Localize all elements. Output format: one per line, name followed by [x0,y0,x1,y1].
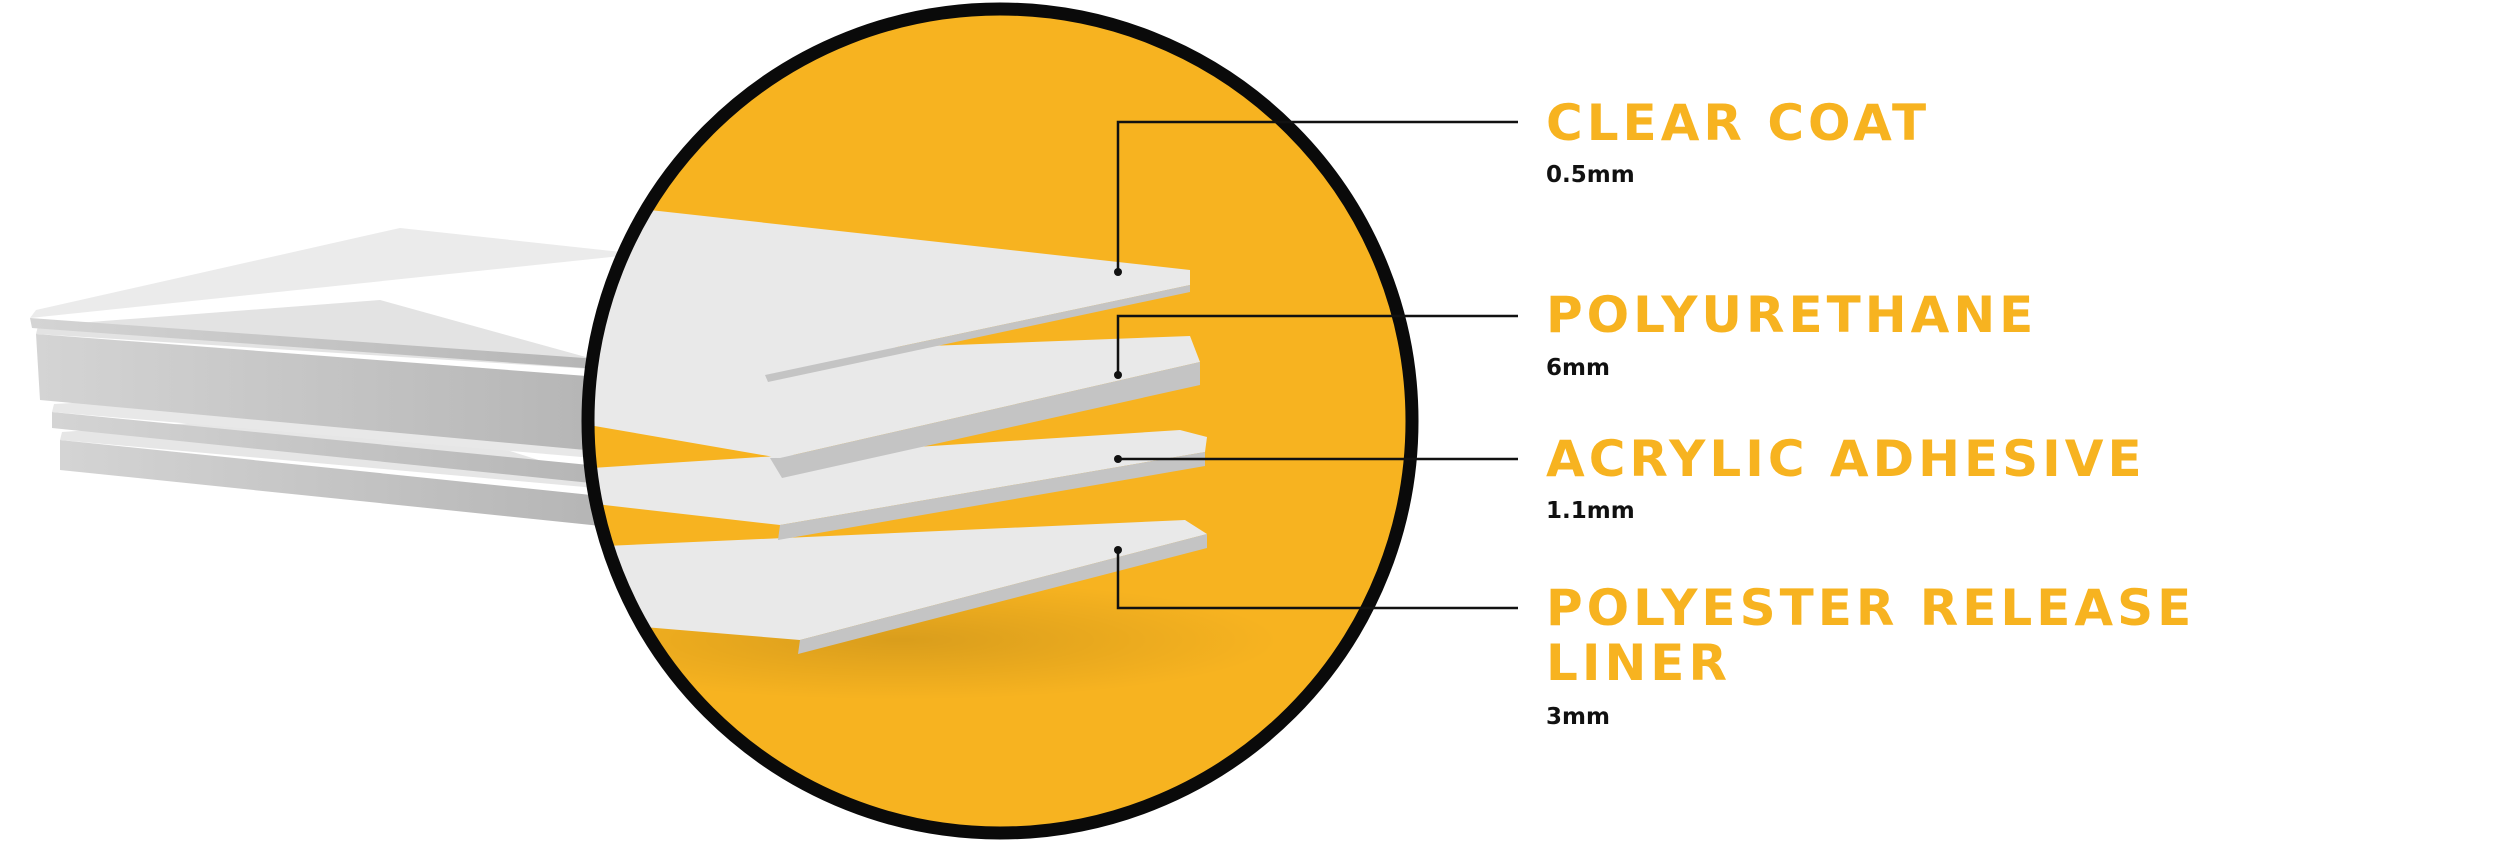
magnified-layer-acrylic-adhesive [588,430,1207,540]
leader-line-polyurethane [1116,314,1518,375]
magnifier [581,2,1419,840]
leader-lines [1116,120,1518,610]
sheet-third-side [52,412,640,488]
sheet-bottom-side [60,440,640,530]
layer-name-acrylic-adhesive: ACRYLIC ADHESIVE [1546,430,2146,488]
leader-dots [1114,268,1122,554]
magnifier-outline [581,2,1419,840]
stacked-sheets-background [30,228,640,530]
layer-thickness-release-liner: 3mm [1546,704,1610,730]
layer-name-release-liner-line2: LINER [1546,634,1731,692]
sheet-top-side [30,318,640,372]
layer-thickness-polyurethane: 6mm [1546,355,1610,381]
leader-dot-polyurethane [1114,371,1122,379]
leader-dot-release-liner [1114,546,1122,554]
leader-dot-acrylic-adhesive [1114,455,1122,463]
layer-thickness-clear-coat: 0.5mm [1546,162,1635,188]
magnified-layer-clear-coat [588,200,1190,382]
sheet-second-side [36,334,640,455]
leader-line-release-liner [1116,550,1518,610]
leader-line-clear-coat [1116,120,1518,272]
layer-name-release-liner: POLYESTER RELEASE [1546,579,2195,637]
magnified-layer-release-liner [588,520,1207,654]
leader-dot-clear-coat [1114,268,1122,276]
layer-thickness-acrylic-adhesive: 1.1mm [1546,498,1635,524]
magnified-layers [588,200,1280,700]
layer-name-polyurethane: POLYURETHANE [1546,286,2037,344]
layer-labels: CLEAR COAT 0.5mm POLYURETHANE 6mm ACRYLI… [1546,94,2195,730]
sheet-top-top [30,228,640,318]
layer-name-clear-coat: CLEAR COAT [1546,94,1930,152]
